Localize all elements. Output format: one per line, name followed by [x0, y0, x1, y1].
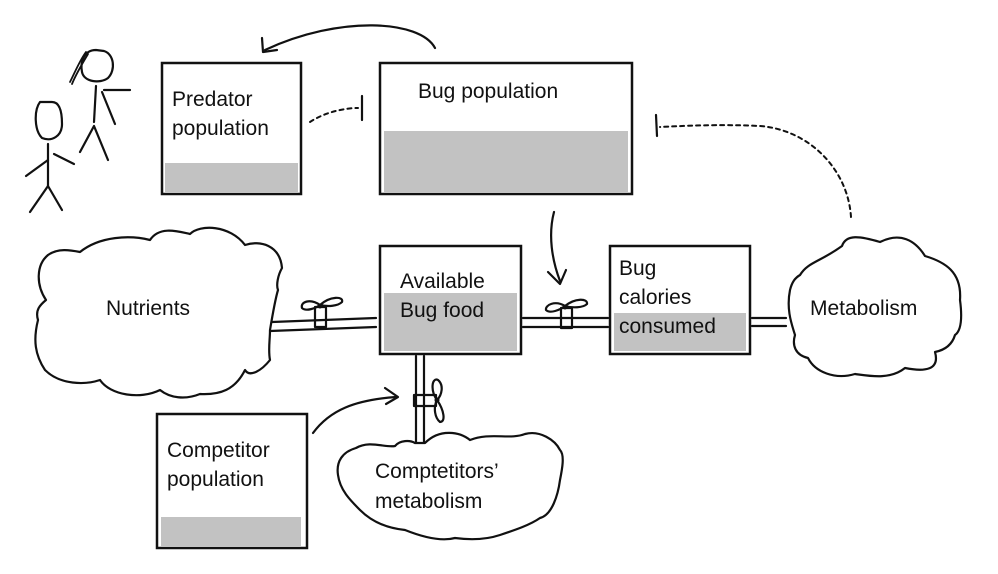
calories-label-line3: consumed [619, 315, 716, 338]
stock-bug-calories-consumed[interactable]: Bug calories consumed [608, 244, 752, 356]
stock-level-competitor [161, 517, 301, 546]
food-label-line2: Bug food [400, 299, 484, 322]
cloud-competitors-metabolism[interactable]: Comptetitors’ metabolism [336, 431, 564, 541]
flow-food-to-calories [521, 316, 610, 329]
calories-label-line1: Bug [619, 257, 656, 280]
link-competitor-to-valve [311, 386, 400, 435]
stock-competitor-population[interactable]: Competitor population [155, 412, 309, 550]
nutrients-label: Nutrients [106, 297, 190, 320]
stick-figure-ponytail-icon [69, 48, 132, 162]
valve-competitor-flow-icon[interactable] [412, 378, 445, 424]
competitors-metabolism-label-line2: metabolism [375, 490, 482, 513]
link-predator-inhibits-bug [309, 94, 364, 123]
stock-available-bug-food[interactable]: Available Bug food [378, 244, 523, 356]
cloud-nutrients[interactable]: Nutrients [34, 226, 284, 399]
competitor-label-line2: population [167, 468, 264, 491]
stock-bug-population[interactable]: Bug population [378, 61, 634, 196]
cloud-metabolism[interactable]: Metabolism [787, 236, 963, 378]
competitors-metabolism-label-line1: Comptetitors’ [375, 460, 499, 483]
stock-level-bug [384, 131, 628, 192]
predator-label-line1: Predator [172, 88, 253, 111]
competitor-label-line1: Competitor [167, 439, 270, 462]
stick-figure-icon [24, 100, 76, 214]
food-label-line1: Available [400, 270, 485, 293]
bug-population-label: Bug population [418, 80, 558, 103]
valve-nutrients-icon[interactable] [300, 296, 344, 329]
valve-food-to-calories-icon[interactable] [544, 298, 589, 330]
link-bug-to-predator [260, 24, 437, 54]
calories-label-line2: calories [619, 286, 691, 309]
stock-level-calories [614, 313, 746, 351]
flow-nutrients-to-food [268, 316, 378, 333]
flow-calories-to-metabolism [750, 316, 788, 328]
link-metabolism-inhibits-bug [654, 113, 852, 218]
link-bug-to-food-valve [546, 210, 568, 286]
predator-label-line2: population [172, 117, 269, 140]
metabolism-label: Metabolism [810, 297, 917, 320]
stock-level-food [384, 293, 517, 351]
stock-level-predator [165, 163, 298, 192]
stock-predator-population[interactable]: Predator population [160, 61, 303, 196]
flow-food-to-competitors-metabolism [414, 354, 426, 445]
